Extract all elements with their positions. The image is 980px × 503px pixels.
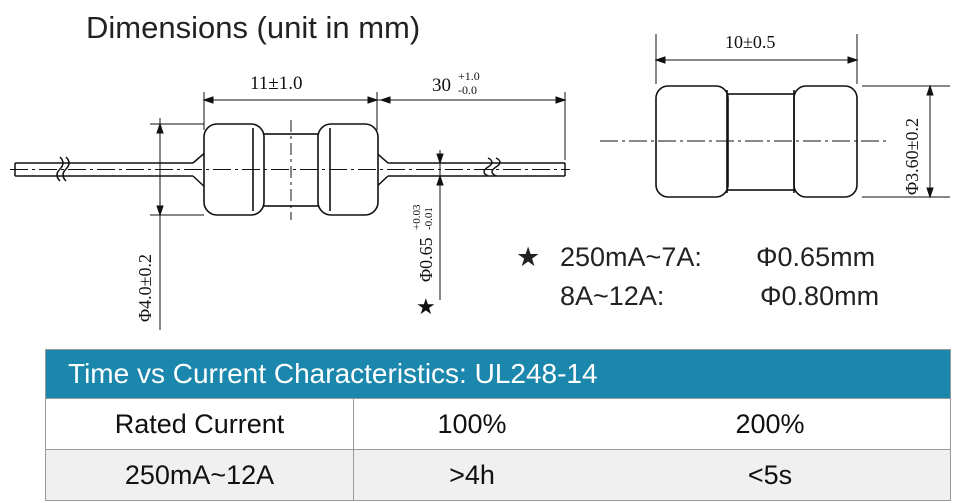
lead-length-tol-plus: +1.0: [458, 69, 480, 83]
body-diameter-dimension: [150, 118, 204, 330]
table-cell: 250mA~12A: [46, 450, 354, 500]
table-row: 250mA~12A >4h <5s: [46, 449, 950, 500]
lead-diameter-tol-minus: -0.01: [423, 207, 435, 230]
note-row-2: 8A~12A: Φ0.80mm: [516, 281, 879, 312]
lead-diameter-tol-plus: +0.03: [411, 204, 423, 230]
axial-fuse-drawing: 11±1.0 30 +1.0 -0.0 Φ4.0±0.2 Φ0.65 +0.03…: [10, 69, 570, 330]
lead-length-label: 30: [432, 75, 451, 96]
note-value: Φ0.65mm: [756, 242, 876, 272]
body-diameter-label: Φ4.0±0.2: [135, 254, 155, 322]
page-title: Dimensions (unit in mm): [86, 10, 421, 45]
table-cell: <5s: [747, 459, 793, 490]
smd-diameter-dimension: [862, 84, 950, 199]
smd-diameter-label: Φ3.60±0.2: [902, 118, 922, 195]
note-range: 250mA~7A:: [560, 242, 702, 272]
smd-fuse-drawing: 10±0.5 Φ3.60±0.2: [600, 32, 950, 199]
lead-diameter-dimension: [436, 150, 444, 300]
length-dimension: [202, 92, 567, 160]
note-range: 8A~12A:: [560, 281, 665, 311]
characteristics-table: Time vs Current Characteristics: UL248-1…: [45, 349, 951, 501]
smd-length-dimension: [654, 34, 859, 84]
axial-length-label: 11±1.0: [250, 73, 302, 94]
table-row: Rated Current 100% 200%: [46, 398, 950, 449]
fuse-leads: [14, 149, 566, 191]
table-cell: 100%: [437, 408, 507, 439]
table-cell: 200%: [735, 408, 805, 439]
star-icon: ★: [416, 294, 436, 319]
note-value: Φ0.80mm: [760, 281, 880, 311]
smd-length-label: 10±0.5: [725, 32, 775, 52]
star-icon: ★: [516, 242, 541, 272]
table-header: Time vs Current Characteristics: UL248-1…: [46, 350, 950, 398]
lead-diameter-label: Φ0.65: [416, 237, 436, 282]
table-cell: >4h: [449, 459, 495, 490]
table-cell: Rated Current: [46, 399, 354, 449]
lead-length-tol-minus: -0.0: [458, 83, 477, 97]
note-row-1: ★ 250mA~7A: Φ0.65mm: [516, 242, 875, 273]
